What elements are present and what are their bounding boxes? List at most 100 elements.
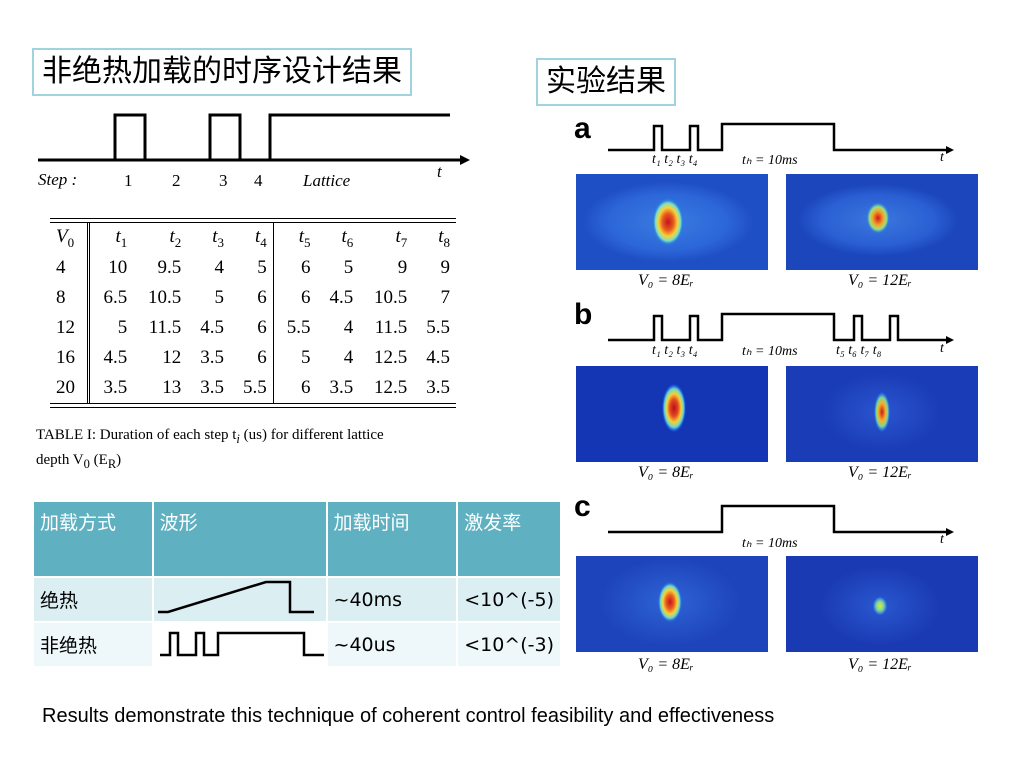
panel-a-image-right (786, 174, 978, 270)
duration-cell: 3.5 (200, 347, 224, 368)
duration-cell: 6 (301, 287, 311, 308)
header-t3: t3 (212, 225, 224, 250)
step-1-label: 1 (124, 171, 133, 190)
step-3-label: 3 (219, 171, 228, 190)
depth-cell: 8 (50, 283, 91, 313)
duration-cell: 6 (229, 313, 274, 343)
ramp-waveform-icon (157, 580, 314, 614)
duration-cell: 4 (214, 257, 224, 278)
duration-cell: 5.5 (286, 317, 311, 338)
depth-cell: 16 (50, 343, 91, 373)
panel-c-image-left (576, 556, 768, 652)
time-label: t (437, 162, 442, 181)
time-axis-arrow (460, 155, 470, 165)
panel-b-times-pulses: t₁ t₂ t₃ t₄ (652, 343, 698, 358)
panel-b-image-right (786, 366, 978, 462)
table-header-row: V0 t1 t2 t3 t4 t5 t6 t7 t8 (50, 223, 456, 253)
header-v0: V0 (50, 223, 91, 253)
panel-c-right-label: V₀ = 12Eᵣ (848, 656, 912, 673)
table-bottom-rule (50, 403, 456, 408)
lattice-label: Lattice (303, 171, 351, 190)
panel-b-letter: b (574, 298, 593, 331)
panel-a-letter: a (574, 112, 591, 145)
panel-a-left-label: V₀ = 8Eᵣ (638, 272, 694, 289)
panel-c-left-label: V₀ = 8Eᵣ (638, 656, 694, 673)
loading-comparison-table: 加载方式 波形 加载时间 激发率 绝热 ~40ms <10^(-5) 非绝热 ~ (32, 500, 562, 668)
duration-cell: 10.5 (374, 287, 408, 308)
duration-cell: 5 (343, 257, 354, 278)
header-excitation-rate: 激发率 (458, 502, 560, 576)
duration-cell: 4.5 (200, 317, 224, 338)
duration-cell: 11.5 (374, 317, 408, 338)
rate-adiabatic: <10^(-5) (458, 578, 560, 621)
duration-cell: 5.5 (229, 373, 274, 403)
duration-cell: 4 (343, 317, 354, 338)
header-t7: t7 (395, 225, 408, 250)
duration-cell: 5 (214, 287, 224, 308)
duration-cell: 5 (229, 253, 274, 283)
rate-nonadiabatic: <10^(-3) (458, 623, 560, 666)
panel-c-timing (608, 504, 954, 536)
depth-cell: 4 (50, 253, 91, 283)
waveform-pulses (153, 623, 326, 666)
bottom-conclusion: Results demonstrate this technique of co… (42, 705, 775, 727)
panel-b-left-label: V₀ = 8Eᵣ (638, 464, 694, 481)
table-caption: TABLE I: Duration of each step ti (us) f… (36, 427, 384, 471)
right-title: 实验结果 (536, 58, 676, 106)
panel-a-image-left (576, 174, 768, 270)
header-waveform: 波形 (153, 502, 326, 576)
left-title: 非绝热加载的时序设计结果 (32, 48, 412, 96)
duration-cell: 5 (301, 347, 311, 368)
duration-cell: 3.5 (103, 377, 128, 398)
panel-a-t-axis: t (940, 150, 944, 165)
panel-b-times-late: t₅ t₆ t₇ t₈ (836, 343, 882, 358)
duration-cell: 6 (301, 257, 311, 278)
panel-b-t-axis: t (940, 341, 944, 356)
time-adiabatic: ~40ms (327, 578, 457, 621)
header-t5: t5 (298, 225, 311, 250)
panel-a-times-pulses: t₁ t₂ t₃ t₄ (652, 152, 698, 167)
compare-row-nonadiabatic: 非绝热 ~40us <10^(-3) (34, 623, 560, 666)
duration-cell: 9 (397, 257, 408, 278)
step-2-label: 2 (172, 171, 181, 190)
header-load-time: 加载时间 (327, 502, 457, 576)
depth-cell: 20 (50, 373, 91, 403)
duration-cell: 12 (162, 347, 182, 368)
duration-cell: 6 (229, 343, 274, 373)
header-method: 加载方式 (34, 502, 152, 576)
duration-cell: 6 (301, 377, 311, 398)
duration-cell: 3.5 (200, 377, 224, 398)
duration-cell: 10.5 (148, 287, 182, 308)
compare-row-adiabatic: 绝热 ~40ms <10^(-5) (34, 578, 560, 621)
duration-cell: 4.5 (329, 287, 354, 308)
duration-cell: 5 (117, 317, 128, 338)
panel-c-hold-time: tₕ = 10ms (742, 536, 798, 551)
duration-cell: 13 (162, 377, 182, 398)
time-nonadiabatic: ~40us (327, 623, 457, 666)
panel-b-hold-time: tₕ = 10ms (742, 344, 798, 359)
duration-cell: 4 (343, 347, 354, 368)
panel-a-timing (608, 122, 954, 154)
duration-cell: 11.5 (148, 317, 182, 338)
method-adiabatic: 绝热 (34, 578, 152, 621)
step-4-label: 4 (254, 171, 263, 190)
duration-cell: 12.5 (374, 377, 408, 398)
method-nonadiabatic: 非绝热 (34, 623, 152, 666)
panel-c-image-right (786, 556, 978, 652)
header-t6: t6 (341, 225, 354, 250)
duration-cell: 4.5 (103, 347, 128, 368)
duration-cell: 9.5 (157, 257, 182, 278)
step-timing-diagram (38, 113, 470, 165)
table-top-rule (50, 218, 456, 223)
panel-c-letter: c (574, 490, 591, 523)
header-t2: t2 (169, 225, 182, 250)
panel-c-t-axis: t (940, 532, 944, 547)
